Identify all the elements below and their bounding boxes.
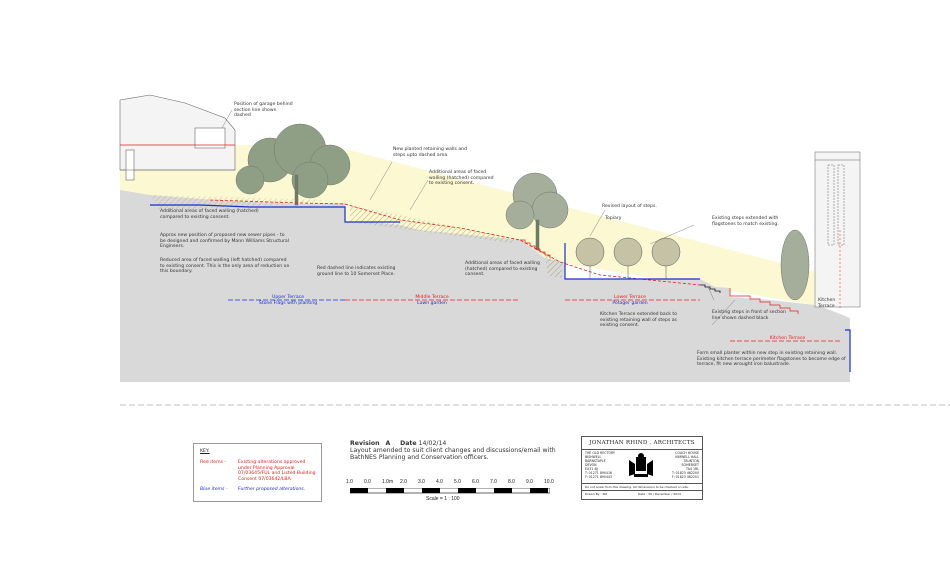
red-steps-kitchen xyxy=(729,288,799,314)
kitchen-terrace-label: Kitchen Terrace xyxy=(740,336,835,342)
address-line: T: 01271 890416 xyxy=(585,471,613,475)
scale-tick-label: 3.0 xyxy=(418,479,425,485)
scale-tick-label: 1.0m xyxy=(382,479,394,485)
address-line: TA4 1RL xyxy=(686,467,699,471)
building-right xyxy=(814,151,861,310)
scale-tick-label: 5.0 xyxy=(454,479,461,485)
note-new-planted: New planted retaining walls and steps up… xyxy=(393,147,468,158)
lower-terrace-label: Lower Terrace Potager garden xyxy=(580,295,680,307)
upper-terrace-sub: Stone Flags with planting xyxy=(258,301,318,306)
address-line: COACH HOUSE xyxy=(675,451,699,455)
middle-terrace-sub: Lawn garden xyxy=(417,301,447,306)
revision-date: 14/02/14 xyxy=(418,440,447,447)
tb-drawn: Drawn By : SM xyxy=(585,492,607,496)
address-line: BARNSTAPLE xyxy=(585,459,606,463)
house xyxy=(119,94,236,181)
hatched-walling-3 xyxy=(150,195,330,210)
address-line: TAUNTON xyxy=(683,459,699,463)
middle-terrace-name: Middle Terrace xyxy=(415,295,449,300)
hatched-walling-1 xyxy=(350,205,520,243)
scale-bar: 1.0 0.0 1.0m 2.0 3.0 4.0 5.0 6.0 7.0 8.0 9.0 10.0 S… xyxy=(346,479,556,509)
address-line: DEVON xyxy=(585,463,597,467)
firm-crest xyxy=(626,452,656,480)
note-additional-mid: Additional areas of faced walling (hatch… xyxy=(465,261,540,278)
address-line: BISHWELL xyxy=(585,455,602,459)
note-red-dashed: Red dashed line indicates existing groun… xyxy=(317,266,396,277)
note-existing-front: Existing steps in front of section line … xyxy=(712,310,786,321)
key-box: KEY: Red items - Existing alterations ap… xyxy=(193,443,322,502)
key-red-text: Existing alterations approved under Plan… xyxy=(238,460,316,482)
proposed-wall-upper xyxy=(150,204,400,223)
proposed-wall-lower xyxy=(564,243,700,280)
note-existing-steps: Existing steps extended with flagstones … xyxy=(712,216,779,227)
note-kitchen-extended: Kitchen Terrace extended back to existin… xyxy=(600,312,678,329)
tree-cluster-left xyxy=(235,123,351,206)
scale-label: Scale = 1 : 100 xyxy=(426,496,460,502)
ground-area xyxy=(120,190,850,382)
note-reduced: Reduced area of faced walling (left hatc… xyxy=(160,258,290,275)
scale-tick-label: 4.0 xyxy=(436,479,443,485)
kitchen-terrace-name: Kitchen Terrace xyxy=(769,336,806,341)
tree-right-middle xyxy=(505,172,569,251)
black-steps xyxy=(700,284,721,293)
note-garage: Position of garage behind section line s… xyxy=(234,102,293,119)
scale-tick-label: 10.0 xyxy=(544,479,554,485)
revision-letter: A xyxy=(385,440,391,447)
address-line: F: 01823 462201 xyxy=(672,475,699,479)
address-line: KIMWELL HALL xyxy=(675,455,699,459)
title-block: JONATHAN RHIND . ARCHITECTS THE OLD RECT… xyxy=(581,436,703,500)
proposed-wall-kitchen xyxy=(845,329,851,372)
tb-date: Date : 30 / December / 2013 xyxy=(638,492,681,496)
key-blue-text: Further proposed alterations. xyxy=(238,487,306,492)
topiary-trees xyxy=(575,237,681,279)
key-red-label: Red items - xyxy=(200,460,227,465)
scale-tick-label: 0.0 xyxy=(364,479,371,485)
note-additional-left: Additional areas of faced walling (hatch… xyxy=(160,209,259,220)
address-line: T: 01823 462200 xyxy=(671,471,699,475)
revision-label: Revision xyxy=(350,440,380,447)
scale-tick-label: 8.0 xyxy=(508,479,515,485)
upper-terrace-label: Upper Terrace Stone Flags with planting xyxy=(238,295,338,307)
key-title: KEY: xyxy=(200,449,210,454)
scale-ticks: 1.0 0.0 1.0m 2.0 3.0 4.0 5.0 6.0 7.0 8.0 9.0 10.0 xyxy=(346,479,556,487)
tree-far-right xyxy=(780,229,810,301)
scale-tick-label: 2.0 xyxy=(400,479,407,485)
note-planter: Form small planter within new step in ex… xyxy=(697,351,846,368)
note-kitchen-terrace-label: Kitchen Terrace xyxy=(818,298,836,309)
revision-text: Layout amended to suit client changes an… xyxy=(350,447,556,461)
existing-ground-line xyxy=(209,199,701,286)
key-blue-label: Blue items - xyxy=(200,487,228,492)
address-line: F: 01271 890443 xyxy=(585,475,612,479)
scale-tick-label: 6.0 xyxy=(472,479,479,485)
address-line: THE OLD RECTORY xyxy=(585,451,615,455)
lower-terrace-name: Lower Terrace xyxy=(614,295,646,300)
section-drawing xyxy=(119,94,950,406)
date-label: Date xyxy=(400,440,417,447)
address-line: EX31 4JJ xyxy=(585,467,599,471)
firm-name: JONATHAN RHIND . ARCHITECTS xyxy=(589,440,695,446)
scale-tick-label: 1.0 xyxy=(346,479,353,485)
address-line: SOMERSET xyxy=(681,463,700,467)
note-sewer: Approx new position of proposed new sewe… xyxy=(160,233,289,250)
note-additional-top: Additional areas of faced walling (hatch… xyxy=(429,170,494,187)
scale-tick-label: 9.0 xyxy=(526,479,533,485)
revision-block: Revision A Date 14/02/14 Layout amended … xyxy=(350,440,570,461)
note-revised-steps: Revised layout of steps. xyxy=(602,204,657,209)
tb-note: Do not scale from this drawing. All dime… xyxy=(585,485,689,489)
lower-terrace-sub: Potager garden xyxy=(612,301,648,306)
scale-bar-graphic xyxy=(350,488,550,494)
scale-tick-label: 7.0 xyxy=(490,479,497,485)
note-topiary: Topiary xyxy=(605,216,622,221)
revision-header: Revision A Date 14/02/14 xyxy=(350,440,570,447)
middle-terrace-label: Middle Terrace Lawn garden xyxy=(382,295,482,307)
upper-terrace-name: Upper Terrace xyxy=(271,295,305,300)
red-steps-middle xyxy=(520,239,551,258)
